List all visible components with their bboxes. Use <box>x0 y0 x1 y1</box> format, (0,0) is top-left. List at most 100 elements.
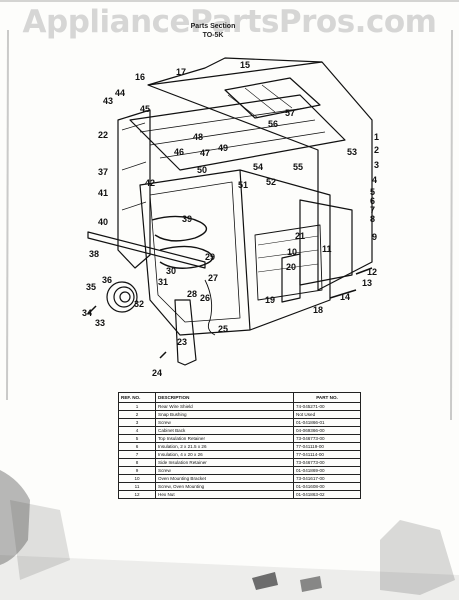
callout-2: 2 <box>374 145 379 155</box>
part-cell: 01-041863-02 <box>293 490 361 499</box>
callout-55: 55 <box>293 162 303 172</box>
callout-47: 47 <box>200 148 210 158</box>
part-cell: 74-045271-00 <box>293 402 361 411</box>
desc-cell: Screw <box>155 418 294 427</box>
screw-34 <box>87 305 97 315</box>
ref-cell: 11 <box>118 482 156 491</box>
desc-cell: Screw, Oven Mounting <box>155 482 294 491</box>
exploded-view-diagram: 1 2 3 4 5 6 7 8 9 10 11 12 13 14 15 16 1… <box>82 57 379 378</box>
side-bracket <box>281 253 301 303</box>
cabinet-top-panel <box>147 57 323 86</box>
callout-37: 37 <box>98 167 108 177</box>
callout-12: 12 <box>367 267 377 277</box>
callout-35: 35 <box>86 282 96 292</box>
desc-cell: Oven Mounting Bracket <box>155 474 294 483</box>
callout-19: 19 <box>265 295 275 305</box>
callout-56: 56 <box>268 119 278 129</box>
callout-23: 23 <box>177 337 187 347</box>
ref-cell: 7 <box>118 450 156 459</box>
callout-48: 48 <box>193 132 203 142</box>
diagram-header: Parts Section TO-5K <box>168 22 258 40</box>
desc-cell: Side Insulation Retainer <box>155 458 294 467</box>
light-lens-inner <box>113 286 135 308</box>
desc-cell: Hex Nut <box>155 490 294 499</box>
callout-11: 11 <box>322 244 332 254</box>
part-cell: 01-041866-01 <box>293 418 361 427</box>
ref-cell: 8 <box>118 458 156 467</box>
desc-cell: Insulation, 4 x 20 x 26 <box>155 450 294 459</box>
desc-cell: Cabinet Back <box>155 426 294 435</box>
callout-18: 18 <box>313 305 323 315</box>
callout-25: 25 <box>218 324 228 334</box>
callout-32: 32 <box>134 299 144 309</box>
callout-29: 29 <box>205 252 215 262</box>
callout-1: 1 <box>374 132 379 142</box>
desc-cell: Top Insulation Retainer <box>155 434 294 443</box>
callout-8: 8 <box>370 214 375 224</box>
callout-5: 5 <box>370 187 375 197</box>
callout-30: 30 <box>166 266 176 276</box>
callout-40: 40 <box>98 217 108 227</box>
callout-3: 3 <box>374 160 379 170</box>
callout-26: 26 <box>200 293 210 303</box>
part-cell: 01-041869-00 <box>293 466 361 475</box>
callout-6: 6 <box>370 196 375 206</box>
callout-13: 13 <box>362 278 372 288</box>
callout-39: 39 <box>182 214 192 224</box>
callout-42: 42 <box>145 178 155 188</box>
ref-cell: 1 <box>118 402 156 411</box>
part-cell: 73-041617-00 <box>293 474 361 483</box>
ref-cell: 2 <box>118 410 156 419</box>
bake-element <box>159 245 214 269</box>
callout-22: 22 <box>98 130 108 140</box>
col-header-part: PART NO. <box>293 392 361 403</box>
callout-34: 34 <box>82 308 92 318</box>
callout-52: 52 <box>266 177 276 187</box>
part-cell: 73-046773-00 <box>293 458 361 467</box>
ref-cell: 3 <box>118 418 156 427</box>
callout-50: 50 <box>197 165 207 175</box>
callout-15: 15 <box>240 60 250 70</box>
part-cell: 01-041608-00 <box>293 482 361 491</box>
screw-24 <box>159 351 167 359</box>
callout-17: 17 <box>176 67 186 77</box>
callout-14: 14 <box>340 292 350 302</box>
callout-38: 38 <box>89 249 99 259</box>
screw-14 <box>329 289 357 299</box>
callout-10: 10 <box>287 247 297 257</box>
callout-20: 20 <box>286 262 296 272</box>
callout-9: 9 <box>372 232 377 242</box>
callout-54: 54 <box>253 162 263 172</box>
callout-4: 4 <box>372 175 377 185</box>
top-insulation <box>129 94 346 171</box>
handle-bar <box>87 231 206 269</box>
desc-cell: Rear Wire Shield <box>155 402 294 411</box>
screw-13 <box>355 267 373 275</box>
callout-33: 33 <box>95 318 105 328</box>
callout-36: 36 <box>102 275 112 285</box>
desc-cell: Snap Bushing <box>155 410 294 419</box>
mounting-bracket <box>174 299 197 366</box>
callout-57: 57 <box>285 108 295 118</box>
header-line-2: TO-5K <box>202 32 224 39</box>
desc-cell: Insulation, 2 x 21.5 x 26 <box>155 442 294 451</box>
part-cell: 04-069366-00 <box>293 426 361 435</box>
callout-16: 16 <box>135 72 145 82</box>
callout-49: 49 <box>218 143 228 153</box>
part-cell: Not Used <box>293 410 361 419</box>
col-header-desc: DESCRIPTION <box>155 392 294 403</box>
part-cell: 77-041119-00 <box>293 442 361 451</box>
